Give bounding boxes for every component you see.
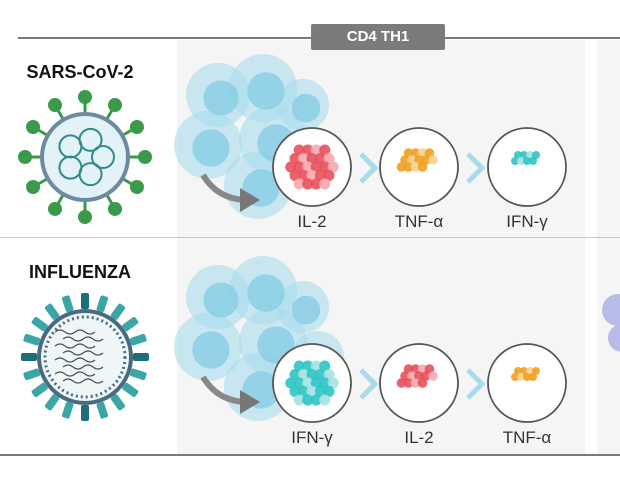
cytokine-label: IL-2 — [404, 428, 434, 447]
cytokine-circle-tnf-alpha — [379, 127, 459, 207]
cytokine-label: IL-2 — [297, 212, 327, 231]
section-tag-cd4-th1: CD4 TH1 — [311, 24, 445, 50]
cytokine-label: IFN-γ — [291, 428, 333, 447]
chevron-right-icon — [466, 368, 486, 400]
row-divider — [0, 237, 620, 238]
chevron-right-icon — [466, 152, 486, 184]
cytokine-label: TNF-α — [502, 428, 552, 447]
next-panel-background — [597, 40, 620, 454]
cytokine-circle-tnf-alpha — [487, 343, 567, 423]
virus-name-influenza: INFLUENZA — [29, 262, 131, 282]
bottom-divider — [0, 454, 620, 456]
cytokine-label: IFN-γ — [506, 212, 548, 231]
t-cell-cluster — [174, 256, 344, 421]
cytokine-circle-il-2 — [272, 127, 352, 207]
chevron-right-icon — [359, 368, 379, 400]
influenza-virus-icon — [21, 293, 149, 421]
cytokine-label: TNF-α — [394, 212, 444, 231]
cytokine-circle-ifn-gamma — [487, 127, 567, 207]
cytokine-circle-il-2 — [379, 343, 459, 423]
virus-name-sars-cov-2: SARS-CoV-2 — [26, 62, 134, 82]
coronavirus-icon — [18, 90, 152, 224]
cytokine-circle-ifn-gamma — [272, 343, 352, 423]
chevron-right-icon — [359, 152, 379, 184]
neighbor-cell-blob — [602, 294, 620, 352]
